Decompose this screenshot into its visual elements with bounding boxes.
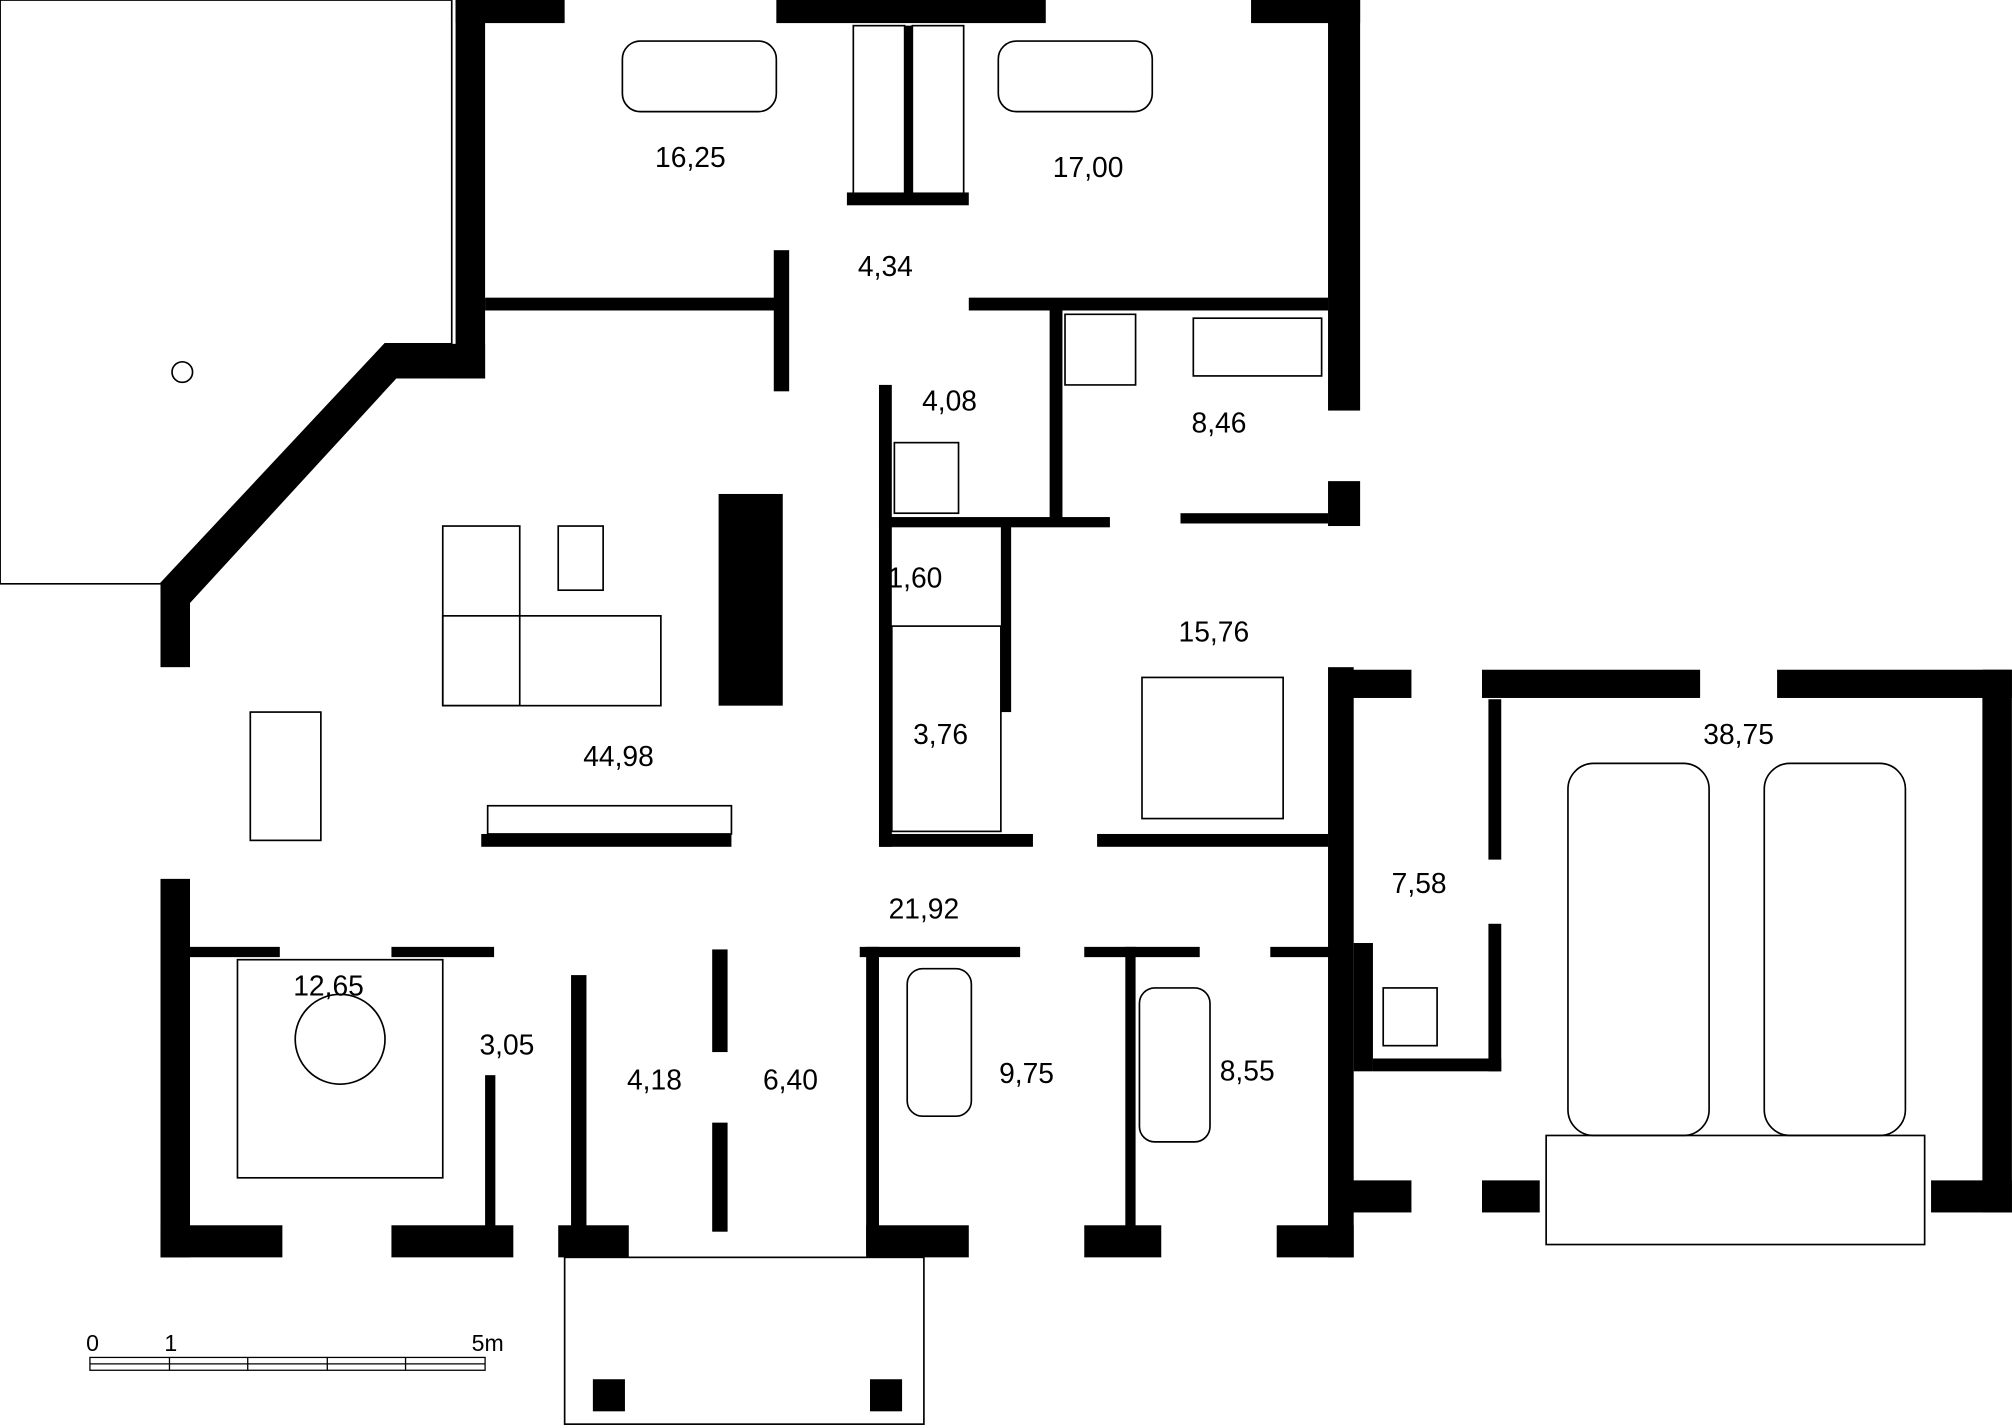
scale-bar: 0 1 5m — [86, 1330, 504, 1371]
area-wardrobe: 3,76 — [913, 718, 968, 750]
area-closet: 4,18 — [627, 1063, 682, 1095]
area-pantry: 3,05 — [479, 1029, 534, 1061]
area-entrance: 6,40 — [763, 1063, 818, 1095]
area-wc: 1,60 — [887, 562, 942, 594]
area-bedroom-1: 16,25 — [655, 141, 726, 173]
area-hall-upper: 4,34 — [858, 250, 913, 282]
area-bedroom-2: 17,00 — [1053, 151, 1124, 183]
area-bedroom-3: 9,75 — [999, 1057, 1054, 1089]
area-master-bedroom: 15,76 — [1179, 616, 1250, 648]
area-bathroom: 8,46 — [1192, 406, 1247, 438]
terrace-lamp — [171, 360, 194, 384]
area-garage: 38,75 — [1703, 718, 1774, 750]
furniture — [236, 24, 1907, 1179]
walls — [160, 0, 2012, 1258]
scale-tick-1: 1 — [164, 1330, 177, 1356]
area-bedroom-4: 8,55 — [1220, 1054, 1275, 1086]
scale-tick-5m: 5m — [472, 1330, 504, 1356]
scale-tick-0: 0 — [86, 1330, 99, 1356]
area-hallway: 21,92 — [889, 893, 960, 925]
porch — [563, 1256, 925, 1425]
area-shower-room: 4,08 — [922, 385, 977, 417]
room-labels: 16,25 17,00 4,34 4,08 8,46 1,60 15,76 44… — [293, 141, 1774, 1095]
area-living-room: 44,98 — [583, 740, 654, 772]
driveway-slab — [1545, 1134, 1926, 1246]
area-utility: 7,58 — [1392, 867, 1447, 899]
area-kitchen: 12,65 — [293, 970, 364, 1002]
terrace — [0, 0, 453, 585]
